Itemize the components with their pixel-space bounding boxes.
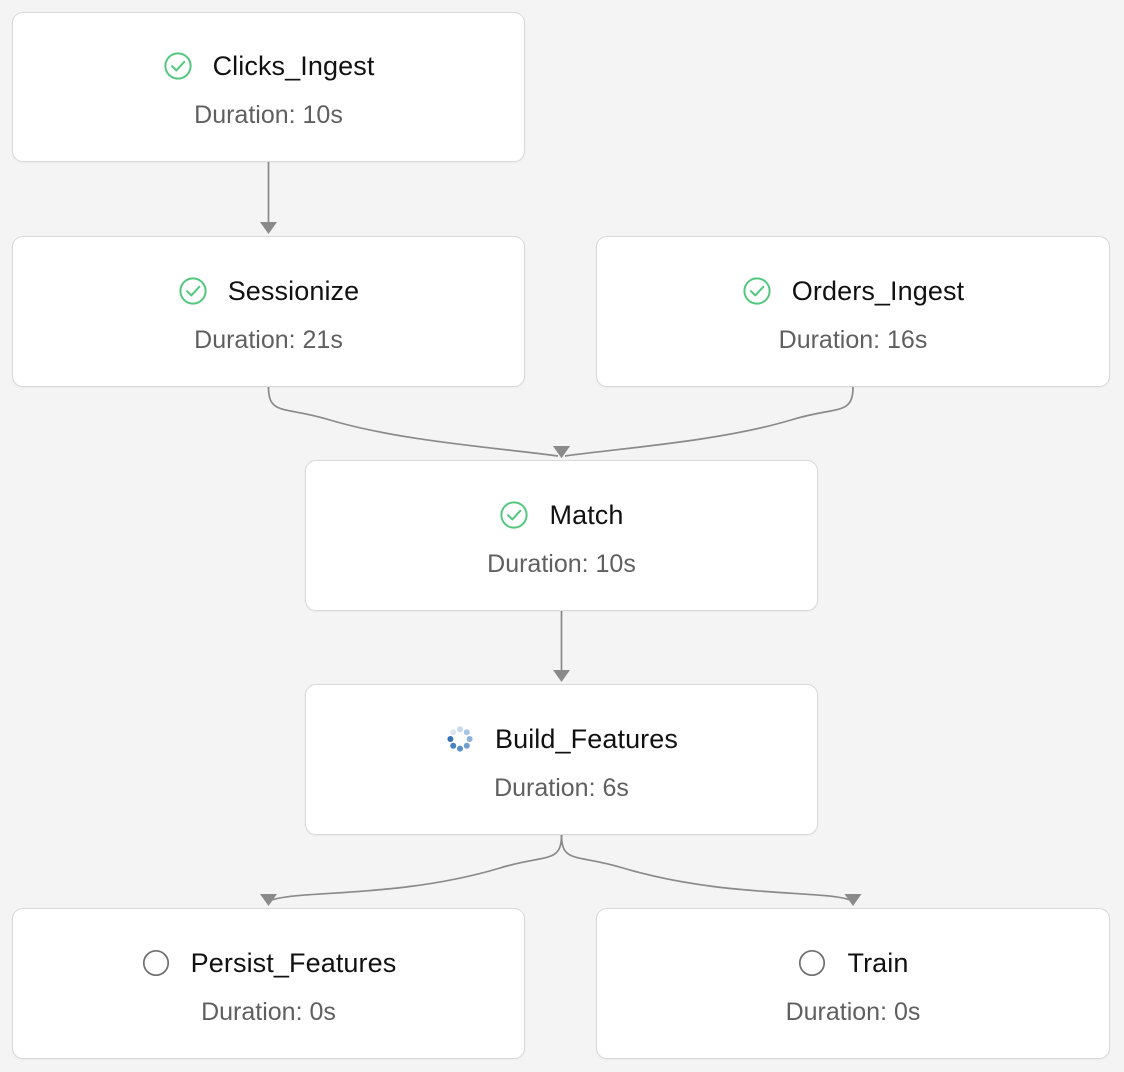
empty-circle-icon — [797, 948, 827, 978]
check-circle-icon — [163, 51, 193, 81]
dag-edge-build-to-train — [560, 834, 851, 901]
dag-edge-arrow-build-to-persist — [260, 894, 277, 906]
node-duration-sessionize: Duration: 21s — [194, 325, 343, 354]
node-header: Match — [499, 495, 623, 535]
dag-edge-orders-to-match — [564, 386, 854, 457]
node-header: Build_Features — [445, 719, 678, 759]
node-duration-match: Duration: 10s — [487, 549, 636, 578]
node-header: Clicks_Ingest — [163, 46, 375, 86]
dag-edge-arrow-orders-to-match — [553, 446, 570, 458]
node-duration-orders-ingest: Duration: 16s — [778, 325, 928, 354]
node-duration-clicks-ingest: Duration: 10s — [194, 101, 343, 129]
node-title-build-features: Build_Features — [494, 723, 678, 754]
dag-edge-arrow-clicks-to-sessionize — [260, 222, 277, 234]
dag-node-train[interactable]: Train Duration: 0s — [596, 908, 1110, 1059]
node-duration-persist-features: Duration: 0s — [201, 997, 336, 1026]
dag-node-match[interactable]: Match Duration: 10s — [305, 460, 818, 611]
node-header: Sessionize — [178, 271, 360, 311]
dag-edge-arrow-sessionize-to-match — [553, 446, 570, 458]
spinner-icon — [445, 724, 475, 754]
empty-circle-icon — [141, 948, 171, 978]
dag-node-sessionize[interactable]: Sessionize Duration: 21s — [12, 236, 525, 387]
dag-edge-build-to-persist — [271, 834, 563, 901]
check-circle-icon — [742, 276, 772, 306]
node-header: Orders_Ingest — [742, 271, 964, 311]
dag-edge-sessionize-to-match — [267, 386, 559, 457]
node-title-clicks-ingest: Clicks_Ingest — [212, 51, 375, 81]
check-circle-icon — [499, 500, 529, 530]
dag-edge-arrow-match-to-build — [553, 670, 570, 682]
dag-node-build-features[interactable]: Build_Features Duration: 6s — [305, 684, 818, 835]
node-duration-build-features: Duration: 6s — [494, 773, 629, 802]
node-title-train: Train — [847, 947, 909, 978]
node-title-match: Match — [549, 499, 624, 530]
dag-edge-arrow-build-to-train — [844, 894, 862, 906]
node-title-sessionize: Sessionize — [227, 275, 360, 306]
node-title-orders-ingest: Orders_Ingest — [791, 275, 965, 306]
node-title-persist-features: Persist_Features — [190, 947, 397, 978]
node-header: Train — [797, 943, 908, 983]
dag-node-clicks-ingest[interactable]: Clicks_Ingest Duration: 10s — [12, 12, 525, 162]
node-header: Persist_Features — [141, 943, 397, 983]
node-duration-train: Duration: 0s — [785, 997, 921, 1026]
dag-node-persist-features[interactable]: Persist_Features Duration: 0s — [12, 908, 525, 1059]
dag-node-orders-ingest[interactable]: Orders_Ingest Duration: 16s — [596, 236, 1110, 387]
check-circle-icon — [178, 276, 208, 306]
